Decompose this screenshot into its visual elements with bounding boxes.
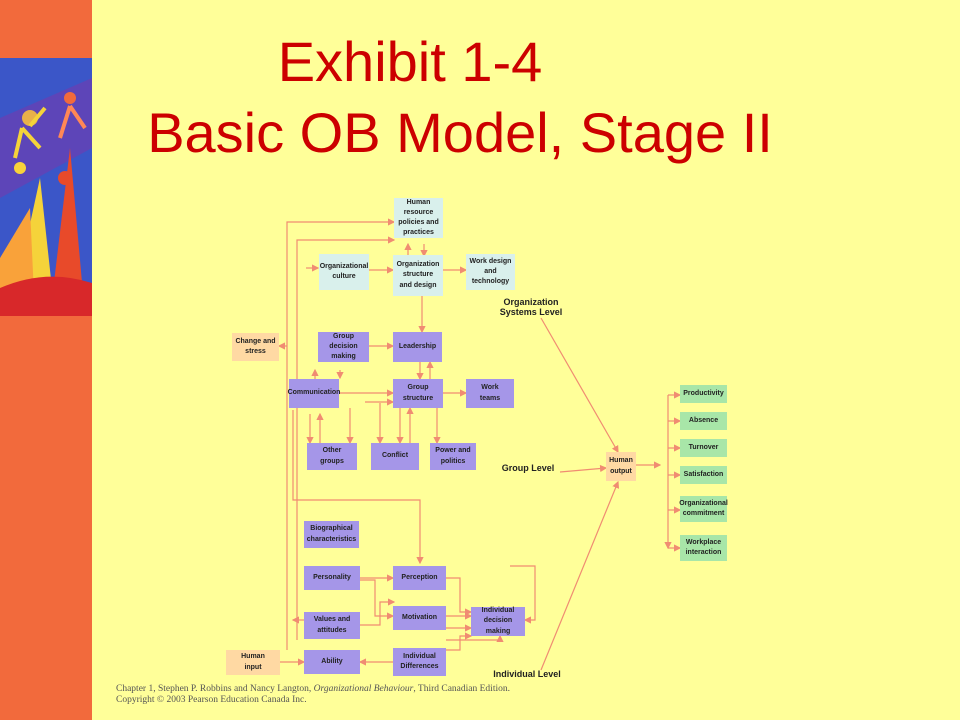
leadership-box: Leadership [393,332,442,362]
organization-structure-box: Organization structure and design [393,255,443,296]
work-design-box: Work design and technology [466,254,515,290]
ability-box: Ability [304,650,360,674]
absence-box: Absence [680,412,727,430]
organizational-culture-box: Organizational culture [319,254,369,290]
individual-decision-box: Individual decision making [471,607,525,636]
title-line-2: Basic OB Model, Stage II [147,101,773,164]
work-teams-box: Work teams [466,379,514,408]
footer-line1-prefix: Chapter 1, Stephen P. Robbins and Nancy … [116,684,314,694]
footer-copyright: Copyright © 2003 Pearson Education Canad… [116,695,307,706]
power-politics-box: Power and politics [430,443,476,470]
footer-line1-suffix: , Third Canadian Edition. [413,684,510,694]
change-and-stress-box: Change and stress [232,333,279,361]
satisfaction-box: Satisfaction [680,466,727,484]
other-groups-box: Other groups [307,443,357,470]
decorative-figures-artwork [0,58,92,316]
perception-box: Perception [393,566,446,590]
human-output-box: Human output [606,452,636,481]
organizational-commitment-box: Organizational commitment [679,496,728,522]
individual-differences-box: Individual Differences [393,648,446,676]
personality-box: Personality [304,566,360,590]
title-line-1: Exhibit 1-4 [277,30,543,93]
group-level-label: Group Level [501,463,555,473]
workplace-interaction-box: Workplace interaction [680,535,727,561]
conflict-box: Conflict [371,443,419,470]
group-structure-box: Group structure [393,379,443,408]
biographical-box: Biographical characteristics [304,521,359,548]
organization-systems-level-label: Organization Systems Level [499,297,563,317]
hr-policies-box: Human resource policies and practices [394,198,443,238]
turnover-box: Turnover [680,439,727,457]
motivation-box: Motivation [393,606,446,630]
individual-level-label: Individual Level [493,669,561,679]
communication-box: Communication [288,379,340,408]
footer-book-title: Organizational Behaviour [313,684,414,694]
group-decision-box: Group decision making [318,332,369,362]
productivity-box: Productivity [680,385,727,403]
human-input-box: Human input [226,650,280,675]
values-attitudes-box: Values and attitudes [304,612,360,639]
footer-credit: Chapter 1, Stephen P. Robbins and Nancy … [116,684,510,707]
